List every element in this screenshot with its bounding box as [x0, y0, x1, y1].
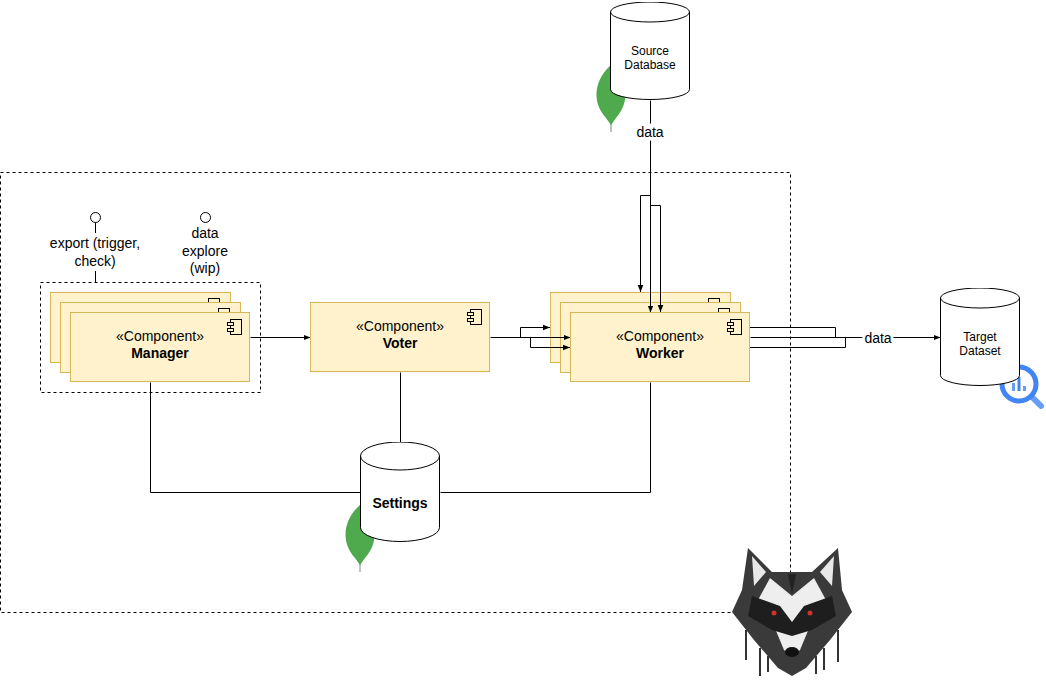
connector	[441, 383, 651, 493]
dataset-cylinder: Target Dataset	[940, 288, 1020, 386]
node-title: Target Dataset	[945, 330, 1015, 359]
node-title: Settings	[372, 495, 427, 512]
connector	[751, 337, 941, 338]
database-cylinder: Source Database	[610, 2, 690, 100]
component-icon	[226, 318, 243, 336]
component-icon	[726, 318, 743, 336]
edge-label: data	[862, 330, 893, 347]
raccoon-mascot	[732, 548, 852, 676]
node-title: Source Database	[615, 44, 685, 73]
settings-cylinder: Settings	[360, 442, 440, 542]
connector	[400, 373, 401, 443]
node-name: Worker	[636, 345, 684, 362]
manager-group	[41, 283, 261, 393]
node-name: Manager	[131, 345, 189, 362]
connector	[491, 337, 571, 338]
interface-label: data explore (wip)	[177, 225, 233, 278]
component-box: «Component»Manager	[70, 312, 250, 382]
component-box: «Component»Worker	[570, 312, 750, 382]
interface-label: export (trigger, check)	[45, 235, 145, 270]
node-title: «Component»	[356, 318, 444, 335]
component-box: «Component»Voter	[310, 302, 490, 372]
edge-label: data	[634, 124, 665, 141]
connector	[151, 383, 361, 493]
node-title: «Component»	[116, 328, 204, 345]
node-title: «Component»	[616, 328, 704, 345]
component-icon	[466, 308, 483, 326]
cylinder-outline	[360, 442, 440, 542]
connector	[251, 337, 311, 338]
node-name: Voter	[383, 335, 418, 352]
system-boundary	[1, 173, 791, 613]
